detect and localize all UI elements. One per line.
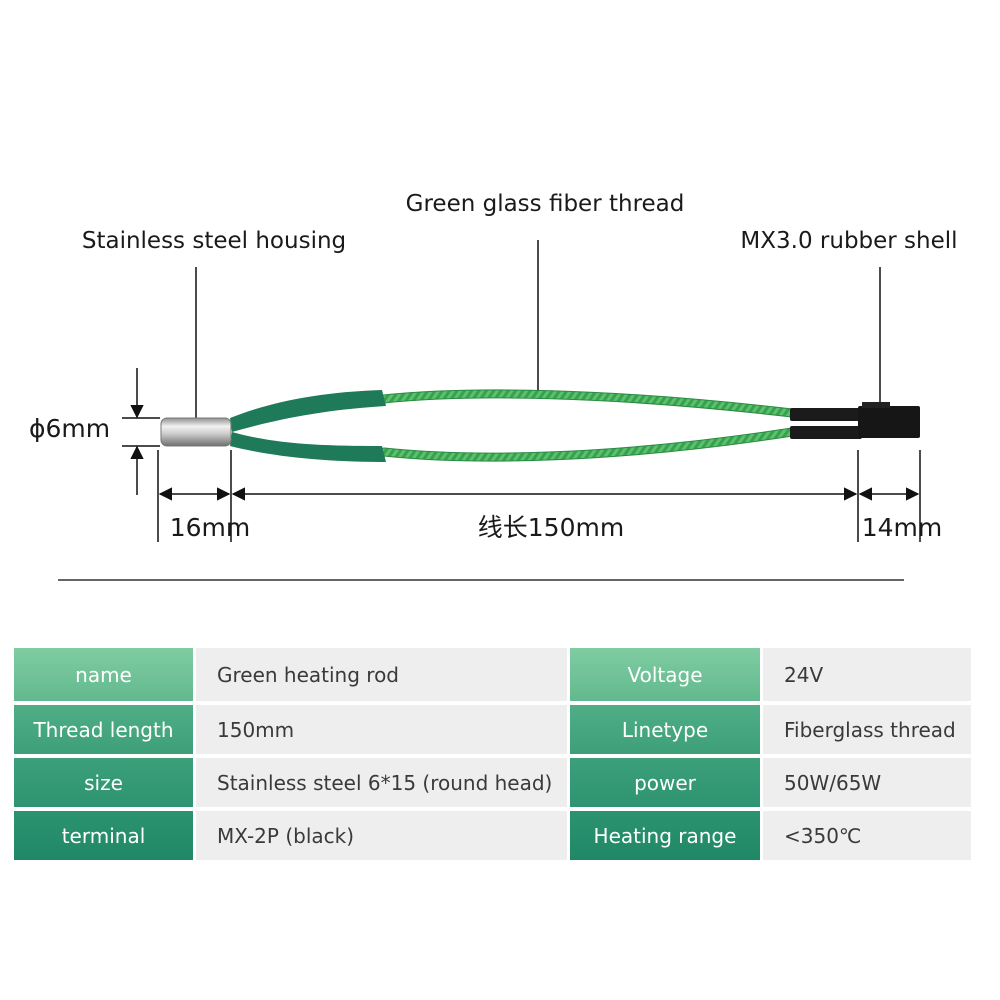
- diameter-label: ϕ6mm: [29, 414, 110, 443]
- mx-connector: [858, 406, 920, 438]
- green-wire-bottom-braid: [380, 428, 796, 461]
- mx-connector-latch: [862, 402, 890, 408]
- spec-value-thread-length: 150mm: [196, 705, 567, 754]
- spec-key-heating-range: Heating range: [570, 811, 760, 860]
- spec-key-thread-length: Thread length: [14, 705, 193, 754]
- product-diagram: Stainless steel housing Green glass fibe…: [29, 191, 958, 581]
- black-sleeve-bottom: [790, 426, 862, 439]
- spec-value-size: Stainless steel 6*15 (round head): [196, 758, 567, 807]
- wire-length-label: 线长150mm: [478, 513, 624, 542]
- spec-key-terminal: terminal: [14, 811, 193, 860]
- spec-value-heating-range: <350℃: [763, 811, 971, 860]
- spec-table: name Green heating rod Voltage 24V Threa…: [14, 648, 972, 860]
- green-sleeve-top: [230, 390, 386, 432]
- spec-key-voltage: Voltage: [570, 648, 760, 701]
- black-sleeve-top: [790, 408, 862, 421]
- thread-callout-label: Green glass fiber thread: [406, 191, 685, 217]
- stainless-steel-housing: [160, 417, 232, 447]
- housing-length-label: 16mm: [170, 513, 251, 542]
- spec-value-linetype: Fiberglass thread: [763, 705, 971, 754]
- spec-value-terminal: MX-2P (black): [196, 811, 567, 860]
- spec-key-name: name: [14, 648, 193, 701]
- spec-value-name: Green heating rod: [196, 648, 567, 701]
- green-wire-top-braid: [380, 390, 796, 417]
- green-sleeve-bottom: [230, 432, 386, 462]
- connector-length-label: 14mm: [862, 513, 943, 542]
- spec-key-size: size: [14, 758, 193, 807]
- spec-key-linetype: Linetype: [570, 705, 760, 754]
- shell-callout-label: MX3.0 rubber shell: [740, 228, 957, 254]
- spec-value-power: 50W/65W: [763, 758, 971, 807]
- spec-key-power: power: [570, 758, 760, 807]
- spec-value-voltage: 24V: [763, 648, 971, 701]
- housing-callout-label: Stainless steel housing: [82, 228, 346, 254]
